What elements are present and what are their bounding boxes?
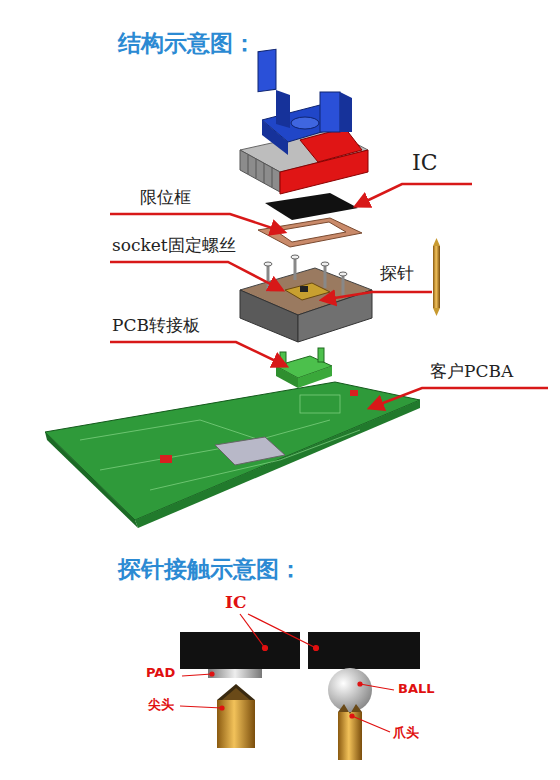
part-label: 限位框 bbox=[140, 188, 191, 208]
diagram-title: 结构示意图： bbox=[118, 30, 256, 56]
part-label: BALL bbox=[398, 682, 435, 697]
part-label: IC bbox=[225, 593, 246, 613]
part-label: PCB转接板 bbox=[112, 316, 200, 336]
part-label: PAD bbox=[146, 666, 175, 681]
part-label: 爪头 bbox=[393, 726, 419, 741]
part-label: 探针 bbox=[380, 264, 414, 284]
section-heading: 探针接触示意图： bbox=[118, 556, 302, 582]
part-label: 尖头 bbox=[148, 698, 174, 713]
part-label: IC bbox=[412, 150, 438, 175]
part-label: socket固定螺丝 bbox=[112, 236, 236, 256]
part-label: 客户PCBA bbox=[430, 362, 513, 382]
